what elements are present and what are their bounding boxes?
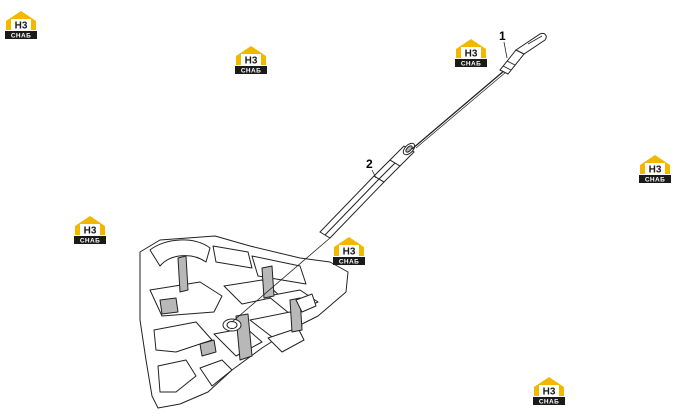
svg-text:СНАБ: СНАБ — [241, 68, 261, 75]
svg-text:H3: H3 — [245, 56, 258, 67]
svg-text:СНАБ: СНАБ — [11, 33, 31, 40]
watermark-logo: H3 СНАБ — [333, 237, 365, 266]
dipstick-guide-tube — [319, 142, 416, 239]
watermark-logo: H3 СНАБ — [74, 216, 106, 245]
watermark-logo: H3 СНАБ — [455, 39, 487, 68]
callout-number-1: 1 — [499, 29, 506, 43]
callout-leader-1 — [503, 41, 508, 59]
watermark-logo: H3 СНАБ — [235, 46, 267, 75]
watermark-logo: H3 СНАБ — [5, 11, 37, 40]
svg-text:H3: H3 — [84, 226, 97, 237]
oil-dipstick — [411, 33, 547, 150]
svg-text:СНАБ: СНАБ — [539, 399, 559, 406]
watermark-logo: H3 СНАБ — [639, 155, 671, 184]
callout-leader-2 — [371, 169, 377, 179]
svg-text:H3: H3 — [649, 165, 662, 176]
svg-text:H3: H3 — [465, 49, 478, 60]
watermark-logo: H3 СНАБ — [533, 377, 565, 406]
svg-text:СНАБ: СНАБ — [645, 177, 665, 184]
svg-text:H3: H3 — [543, 387, 556, 398]
svg-text:H3: H3 — [343, 247, 356, 258]
leader-line — [231, 237, 331, 323]
svg-text:СНАБ: СНАБ — [80, 238, 100, 245]
svg-text:СНАБ: СНАБ — [339, 259, 359, 266]
svg-text:H3: H3 — [15, 21, 28, 32]
svg-text:СНАБ: СНАБ — [461, 61, 481, 68]
engine-block — [139, 235, 349, 409]
callout-number-2: 2 — [366, 157, 373, 171]
